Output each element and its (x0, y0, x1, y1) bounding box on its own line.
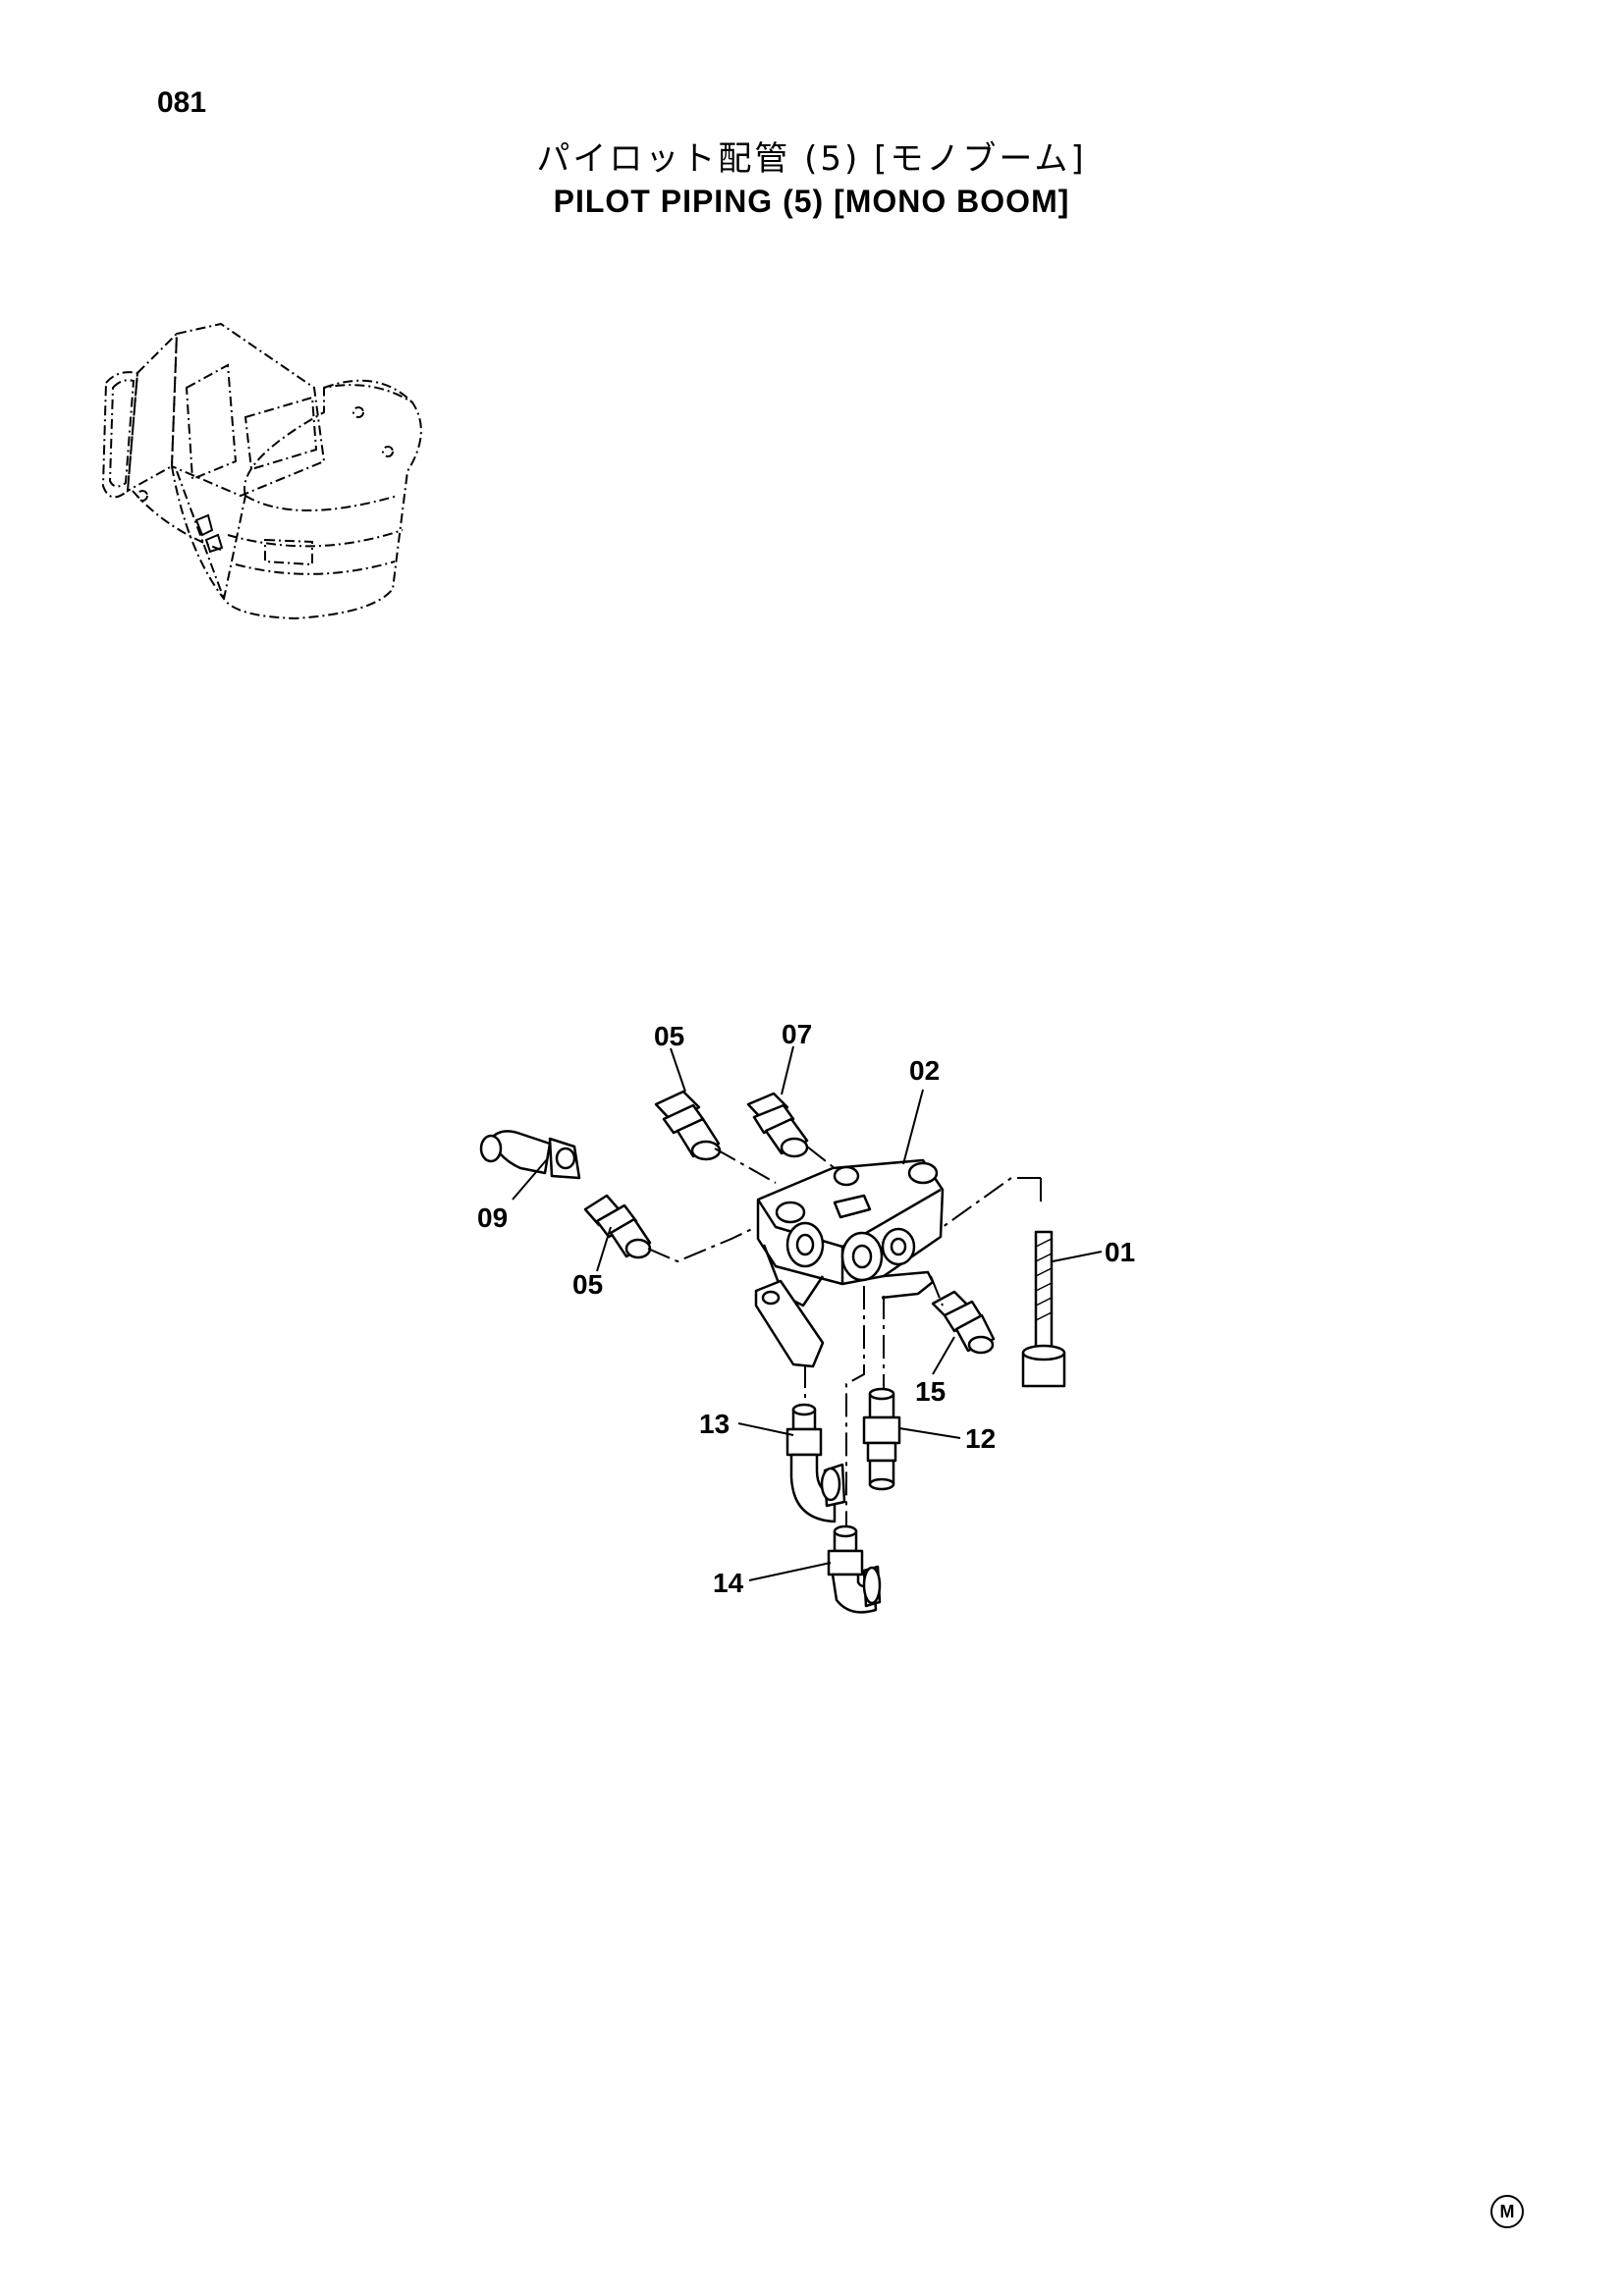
callout-14: 14 (713, 1568, 744, 1598)
fitting-05-left (583, 1194, 652, 1259)
callout-05-left: 05 (572, 1269, 603, 1300)
pilot-valve-exploded-drawing (479, 1090, 1066, 1614)
callout-15: 15 (915, 1376, 946, 1407)
bolt-01 (1021, 1230, 1066, 1388)
callout-01: 01 (1105, 1237, 1135, 1267)
elbow-13 (785, 1403, 846, 1523)
corner-mark-symbol: M (1490, 2195, 1524, 2228)
callout-12: 12 (965, 1423, 996, 1454)
page-number: 081 (157, 86, 207, 119)
fitting-07 (746, 1092, 809, 1158)
component-location-marker (194, 513, 224, 554)
callout-13: 13 (699, 1409, 730, 1439)
page-title: パイロット配管 (5) [モノブーム] PILOT PIPING (5) [MO… (0, 137, 1623, 222)
elbow-09 (479, 1130, 581, 1180)
elbow-14 (827, 1524, 882, 1614)
title-english: PILOT PIPING (5) [MONO BOOM] (553, 184, 1070, 219)
callout-02: 02 (909, 1055, 940, 1086)
callout-05-top: 05 (654, 1021, 684, 1051)
callout-07: 07 (782, 1019, 812, 1049)
leader-lines (512, 1045, 1103, 1581)
fitting-12 (862, 1387, 901, 1491)
fitting-05-top (654, 1090, 722, 1161)
callout-09: 09 (477, 1202, 508, 1233)
title-japanese: パイロット配管 (5) [モノブーム] (536, 139, 1087, 179)
assembly-lines (647, 1146, 1042, 1526)
fitting-15 (931, 1290, 996, 1355)
excavator-cab-illustration (101, 322, 422, 620)
